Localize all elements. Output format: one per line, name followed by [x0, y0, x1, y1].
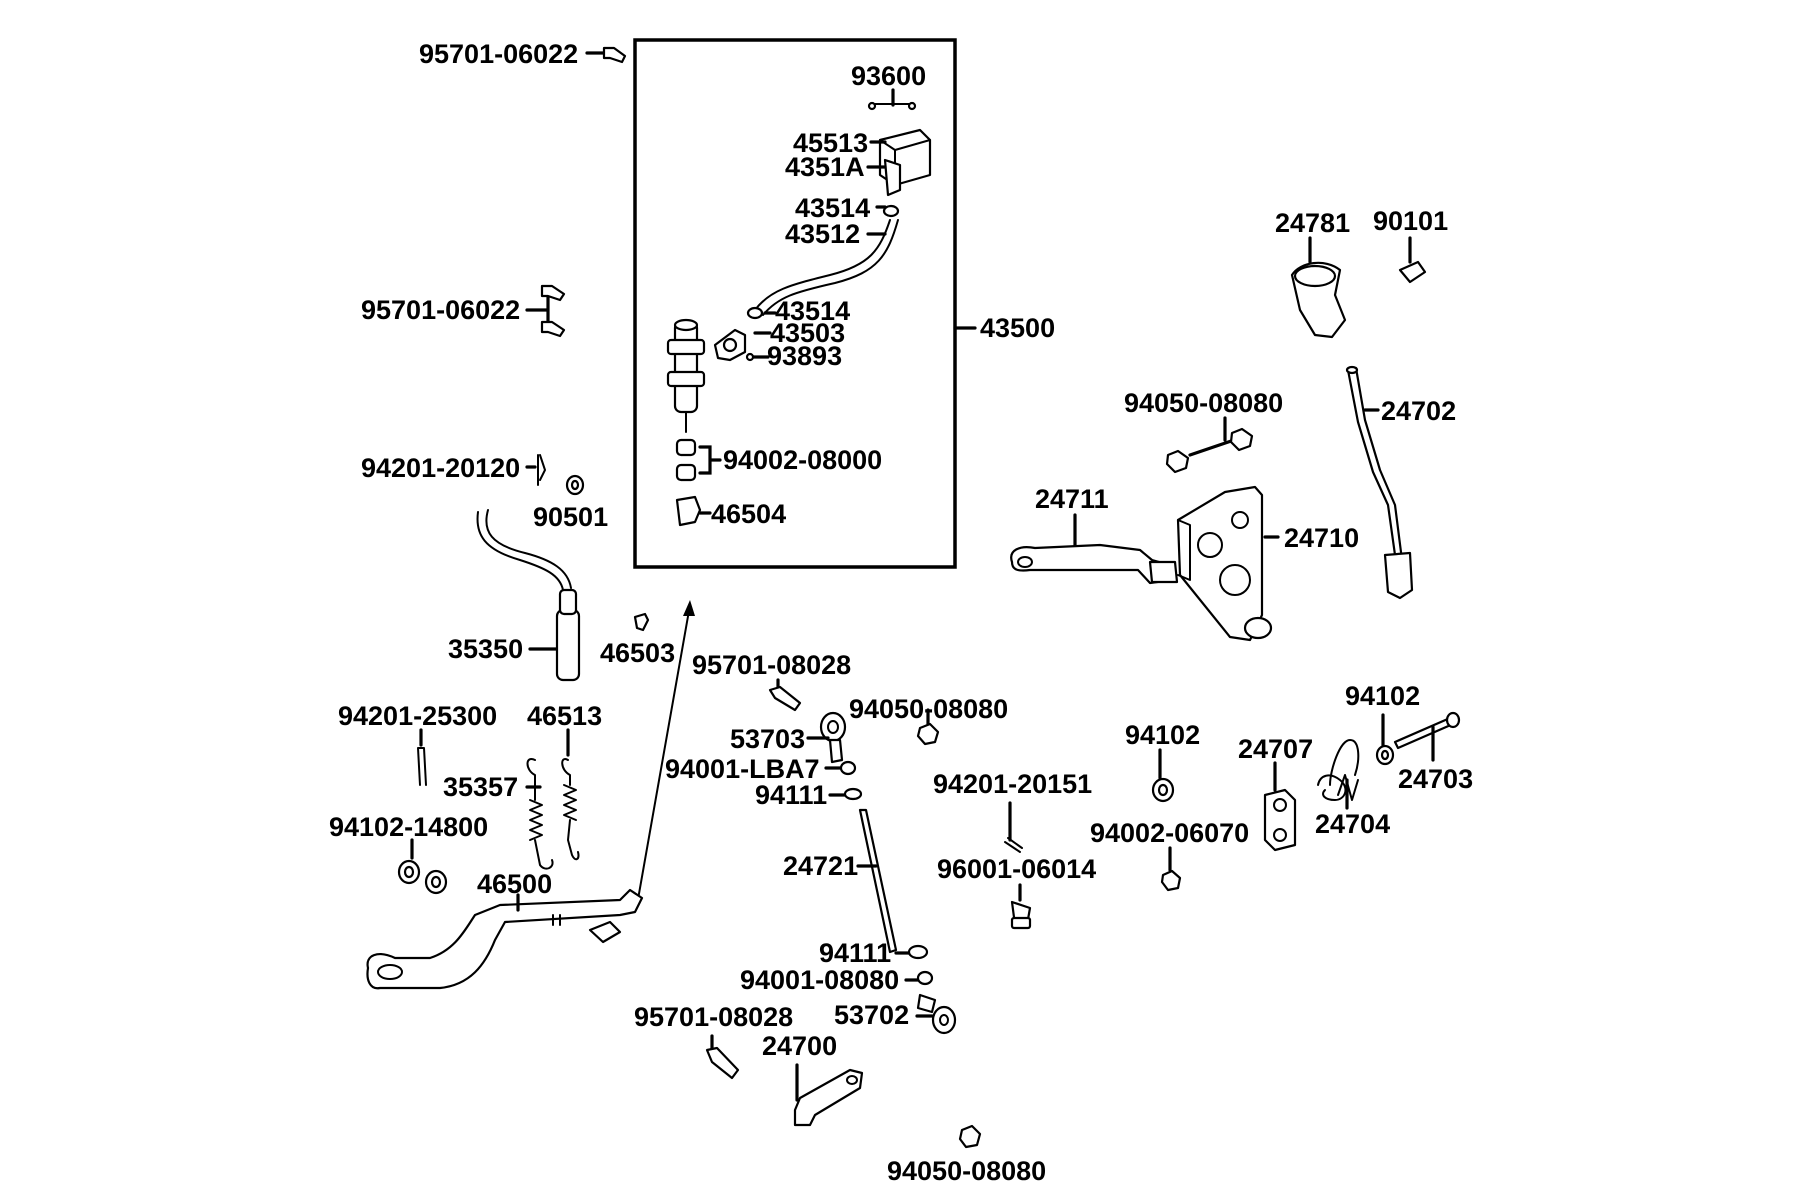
label-95701-08028-b: 95701-08028 — [634, 1002, 793, 1032]
nut-94002-06070 — [1160, 846, 1182, 892]
screw-90101 — [1398, 236, 1427, 284]
reservoir-45513 — [878, 128, 932, 197]
label-93600: 93600 — [851, 61, 926, 91]
clevis-24707 — [1263, 761, 1297, 852]
hose-43512 — [746, 204, 900, 320]
reservoir-cap-screws-93600 — [867, 88, 917, 111]
clevis-46504 — [675, 495, 712, 527]
cotter-pin-94201-25300 — [417, 728, 427, 786]
washer-90501 — [565, 474, 585, 496]
label-95701-06022-mid: 95701-06022 — [361, 295, 520, 325]
label-35357: 35357 — [443, 772, 518, 802]
label-94002-08000: 94002-08000 — [723, 445, 882, 475]
label-24707: 24707 — [1238, 734, 1313, 764]
ring-94111-lower — [894, 944, 929, 960]
label-94111-a: 94111 — [755, 780, 827, 810]
label-94102-14800: 94102-14800 — [329, 812, 488, 842]
label-46513: 46513 — [527, 701, 602, 731]
label-53703: 53703 — [730, 724, 805, 754]
label-45513: 45513 — [793, 128, 868, 158]
bolt-95701-08028-lower — [705, 1034, 740, 1080]
label-24710: 24710 — [1284, 523, 1359, 553]
label-90101: 90101 — [1373, 206, 1448, 236]
spring-35357 — [525, 758, 554, 870]
label-43514-b: 43514 — [775, 296, 850, 326]
bolt-95701-06022-top — [585, 46, 627, 64]
label-43500: 43500 — [980, 313, 1055, 343]
nut-94050-08080-bottom — [958, 1124, 982, 1149]
label-24700: 24700 — [762, 1031, 837, 1061]
rod-24721 — [856, 808, 898, 954]
knob-24781 — [1290, 236, 1347, 339]
rod-end-53703 — [806, 711, 847, 764]
washer-94102-a — [1151, 748, 1175, 803]
bolt-96001-06014 — [1010, 883, 1032, 930]
pin-24703 — [1393, 711, 1461, 762]
washer-94102-b — [1375, 713, 1395, 766]
label-94050-08080-c: 94050-08080 — [887, 1156, 1046, 1186]
lever-24700 — [793, 1063, 864, 1127]
label-95701-06022-top: 95701-06022 — [419, 39, 578, 69]
nuts-94002-08000 — [675, 438, 722, 482]
brake-pedal-46500 — [366, 888, 644, 990]
label-24703: 24703 — [1398, 764, 1473, 794]
nut-94001-08080 — [904, 970, 934, 986]
label-95701-08028-a: 95701-08028 — [692, 650, 851, 680]
label-24721: 24721 — [783, 851, 858, 881]
lever-24711 — [1010, 513, 1179, 585]
pin-94201-20151 — [1004, 801, 1023, 853]
label-94001-08080: 94001-08080 — [740, 965, 899, 995]
label-94001-LBA7: 94001-LBA7 — [665, 754, 820, 784]
pin-94201-20120 — [525, 454, 546, 486]
banjo-bolt-43503 — [713, 328, 747, 362]
bolt-95701-08028-upper — [768, 678, 802, 712]
bracket-24710 — [1176, 485, 1280, 642]
label-4351A: 4351A — [785, 152, 865, 182]
nuts-94050-08080-right — [1165, 416, 1254, 474]
bolts-95701-06022-mid — [525, 284, 566, 338]
ring-94111-upper — [828, 787, 863, 801]
label-35350: 35350 — [448, 634, 523, 664]
label-96001-06014: 96001-06014 — [937, 854, 1096, 884]
nut-94001-LBA7 — [824, 760, 857, 776]
spring-46513 — [561, 728, 580, 861]
assembly-box-43500 — [633, 38, 957, 569]
label-90501: 90501 — [533, 502, 608, 532]
label-43512: 43512 — [785, 219, 860, 249]
switch-35350 — [476, 509, 581, 682]
assembly-arrow — [636, 600, 695, 906]
label-24704: 24704 — [1315, 809, 1390, 839]
label-24781: 24781 — [1275, 208, 1350, 238]
label-46503: 46503 — [600, 638, 675, 668]
rod-end-53702 — [915, 993, 957, 1035]
label-24711: 24711 — [1035, 484, 1109, 514]
label-24702: 24702 — [1381, 396, 1456, 426]
pin-46503 — [633, 612, 650, 632]
nut-94050-08080-center — [916, 708, 940, 746]
label-43514-a: 43514 — [795, 193, 870, 223]
label-94050-08080-a: 94050-08080 — [1124, 388, 1283, 418]
label-43503: 43503 — [770, 318, 845, 348]
label-94201-20120: 94201-20120 — [361, 453, 520, 483]
label-94111-b: 94111 — [819, 938, 891, 968]
label-94201-20151: 94201-20151 — [933, 769, 1092, 799]
spring-24704 — [1317, 739, 1360, 810]
washers-94102-14800 — [397, 838, 448, 895]
label-94050-08080-b: 94050-08080 — [849, 694, 1008, 724]
label-94102-a: 94102 — [1125, 720, 1200, 750]
label-46504: 46504 — [711, 499, 786, 529]
label-53702: 53702 — [834, 1000, 909, 1030]
rod-24702 — [1345, 365, 1414, 600]
label-46500: 46500 — [477, 869, 552, 899]
label-94201-25300: 94201-25300 — [338, 701, 497, 731]
label-94002-06070: 94002-06070 — [1090, 818, 1249, 848]
master-cylinder — [666, 318, 706, 433]
label-93893: 93893 — [767, 341, 842, 371]
label-94102-b: 94102 — [1345, 681, 1420, 711]
